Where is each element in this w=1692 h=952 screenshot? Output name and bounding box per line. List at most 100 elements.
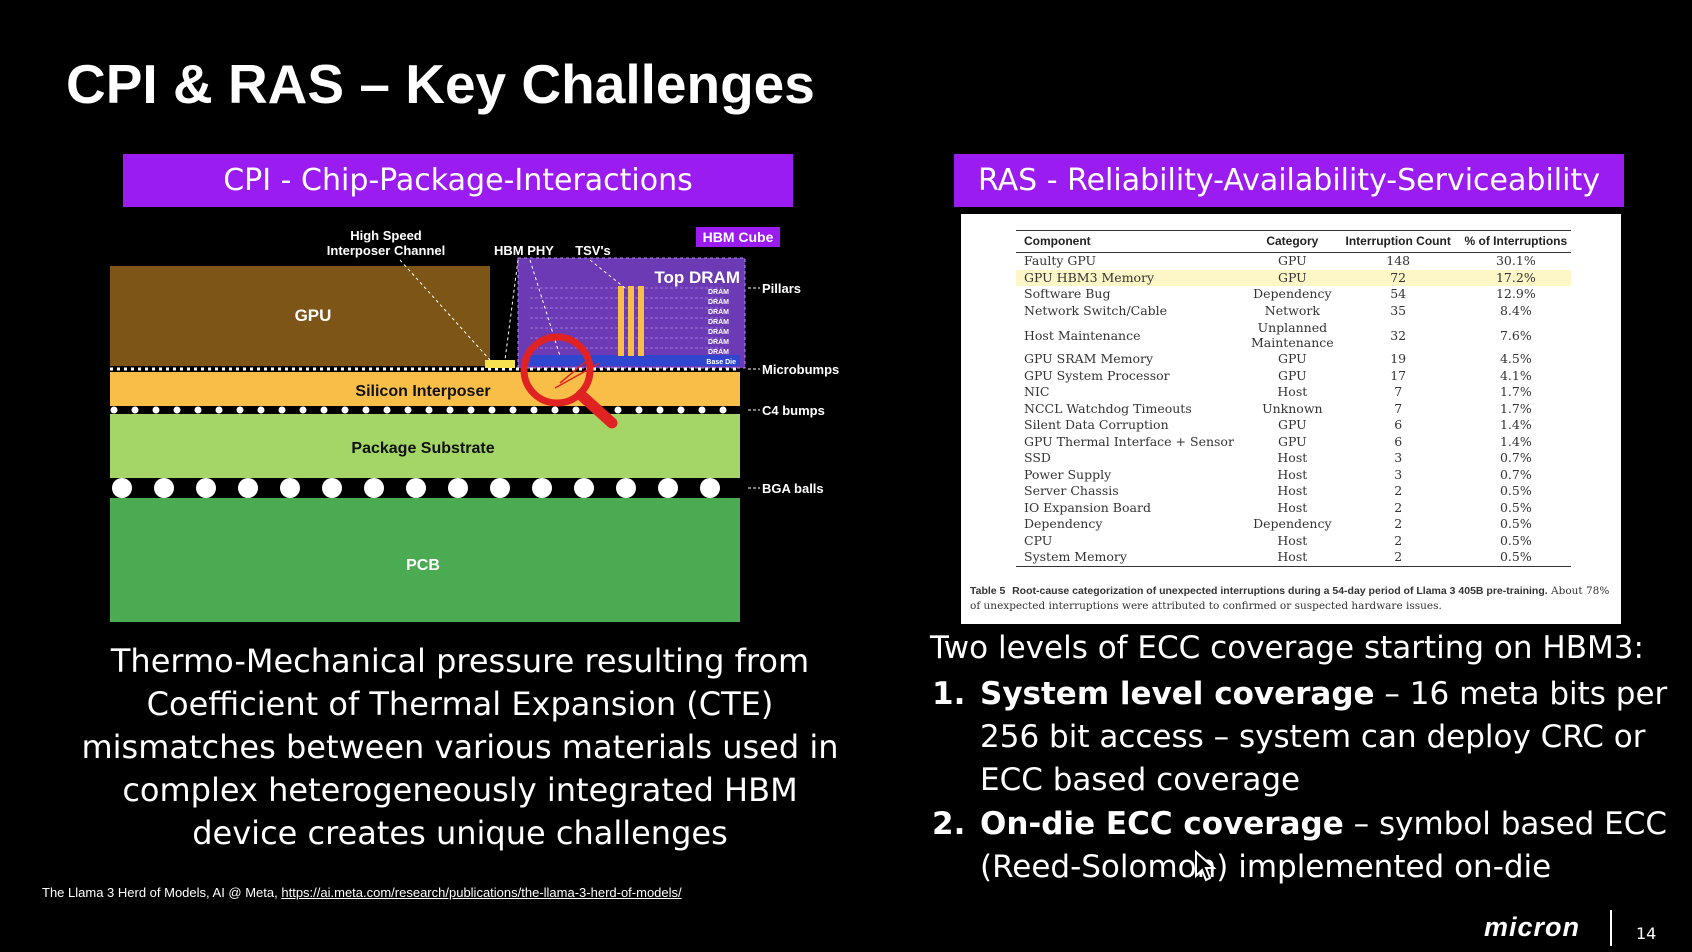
cell-pct: 0.5% (1454, 549, 1571, 567)
list-number: 1. (932, 676, 966, 712)
gpu-label: GPU (295, 306, 332, 325)
cell-pct: 1.7% (1499, 384, 1532, 400)
cell-count: 72 (1335, 269, 1455, 286)
c4-bump (425, 406, 433, 414)
pcb (110, 498, 740, 622)
silicon-interposer-label: Silicon Interposer (355, 383, 490, 400)
package-substrate-label: Package Substrate (351, 440, 494, 457)
cell-component: Power Supply (1024, 466, 1112, 482)
dram-label: DRAM (708, 339, 729, 346)
c4-bump (677, 406, 685, 414)
slide-title: CPI & RAS – Key Challenges (66, 53, 815, 115)
c4-bump (236, 406, 244, 414)
cell-count: 3 (1394, 466, 1403, 482)
cell-component: Silent Data Corruption (1024, 417, 1169, 433)
cell-count: 2 (1394, 532, 1403, 548)
column-header-pct: % of Interruptions (1454, 230, 1571, 253)
side-label-leaders (748, 287, 760, 489)
hbm-cube-tag (696, 227, 780, 247)
top-dram-label: Top DRAM (654, 268, 740, 287)
micron-logo: micron (1484, 912, 1581, 942)
cell-pct: 0.7% (1499, 466, 1532, 482)
cell-pct: 0.5% (1499, 532, 1532, 548)
list-body: On-die ECC coverage – symbol based ECC (… (980, 803, 1692, 889)
cell-pct: 1.4% (1499, 433, 1532, 449)
footnote-link[interactable]: https://ai.meta.com/research/publication… (281, 885, 682, 900)
cell-pct: 4.1% (1499, 367, 1532, 383)
c4-bump (257, 406, 265, 414)
mouse-cursor-icon (1194, 849, 1218, 888)
cell-category: Unplanned Maintenance (1251, 320, 1334, 350)
cell-component: Dependency (1024, 516, 1103, 532)
base-die (530, 355, 740, 366)
microbumps-label: Microbumps (762, 362, 839, 377)
table-row: Power Supply Host 3 0.7% (1016, 467, 1571, 484)
c4-bump (383, 406, 391, 414)
cell-component: System Memory (1016, 549, 1243, 567)
cell-category: Unknown (1262, 400, 1323, 416)
cell-count: 6 (1394, 433, 1403, 449)
cell-pct: 4.5% (1499, 351, 1532, 367)
c4-bump (194, 406, 202, 414)
silicon-interposer (110, 372, 740, 406)
dram-label: DRAM (708, 329, 729, 336)
caption-label: Table 5 (970, 585, 1006, 597)
package-cross-section: GPU DRAM DRAM DRAM DRAM DRAM DRAM DRAM T… (110, 227, 839, 622)
footer-divider (1610, 910, 1612, 946)
list-number: 2. (932, 806, 966, 842)
list-rest: – symbol based ECC (Reed-Solomon) implem… (980, 806, 1668, 885)
list-bold: System level coverage (980, 676, 1375, 712)
bga-ball (574, 478, 594, 498)
column-header-component: Component (1016, 230, 1243, 253)
package-substrate (110, 414, 740, 478)
c4-bump (656, 406, 664, 414)
tsv-pillar (638, 286, 644, 356)
cell-category: GPU (1277, 417, 1307, 433)
hbm-cube-label: HBM Cube (703, 229, 774, 245)
cell-pct: 1.7% (1499, 400, 1532, 416)
cell-count: 148 (1386, 253, 1411, 269)
cell-component: CPU (1024, 532, 1053, 548)
cell-pct: 0.7% (1499, 450, 1532, 466)
bga-ball (406, 478, 426, 498)
cpi-package-diagram: GPU DRAM DRAM DRAM DRAM DRAM DRAM DRAM T… (100, 218, 860, 628)
cell-component: GPU Thermal Interface + Sensor (1024, 433, 1234, 449)
dram-layers (530, 287, 725, 349)
column-header-count: Interruption Count (1335, 230, 1455, 253)
c4-bumps-row (110, 406, 727, 414)
ras-banner: RAS - Reliability-Availability-Serviceab… (954, 154, 1624, 207)
bga-ball (196, 478, 216, 498)
cell-category: Host (1277, 532, 1308, 548)
cell-component: Network Switch/Cable (1024, 302, 1168, 318)
cell-category: GPU (1277, 433, 1307, 449)
cell-count: 2 (1394, 499, 1403, 515)
c4-bump (530, 406, 538, 414)
cell-count: 7 (1394, 384, 1403, 400)
c4-bump (446, 406, 454, 414)
leader-lines (399, 259, 626, 361)
c4-bump (467, 406, 475, 414)
cell-category: GPU (1243, 269, 1336, 286)
dram-layer-labels: DRAM DRAM DRAM DRAM DRAM DRAM DRAM (708, 289, 729, 356)
cell-category: Host (1277, 483, 1308, 499)
cell-category: Host (1277, 466, 1308, 482)
cell-component: Server Chassis (1024, 483, 1119, 499)
c4-bumps-label: C4 bumps (762, 403, 825, 418)
bga-ball (658, 478, 678, 498)
c4-bump (110, 406, 118, 414)
cell-count: 35 (1390, 302, 1407, 318)
bga-ball (700, 478, 720, 498)
c4-bump (404, 406, 412, 414)
cell-count: 2 (1335, 549, 1455, 567)
bga-balls-label: BGA balls (762, 481, 824, 496)
